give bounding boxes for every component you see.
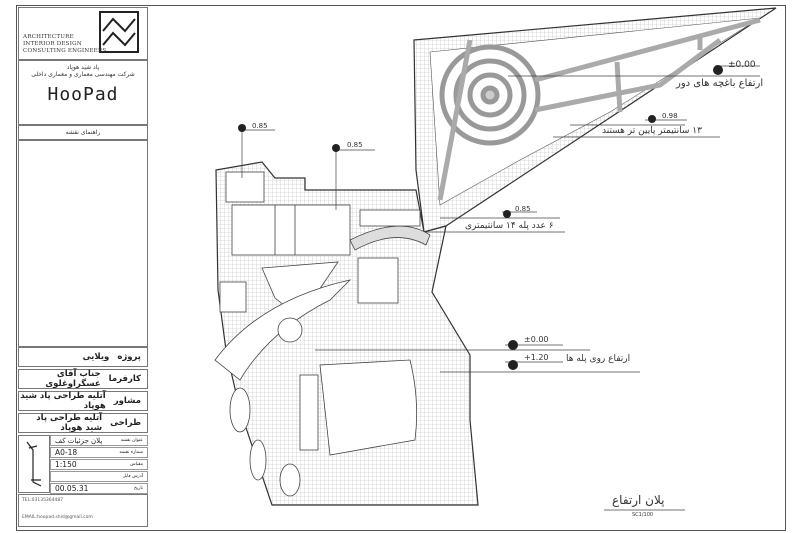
firm-name-fa: پاد شید هوپاد: [66, 64, 100, 71]
garden-paths: [437, 17, 761, 201]
north-arrow-icon: [26, 441, 42, 487]
tel: TEL:03135364487: [22, 498, 64, 503]
level-value: 0.85: [515, 205, 531, 213]
level-note: ارتفاع باغچه های دور: [676, 78, 764, 89]
level-value: 0.85: [252, 122, 268, 130]
legend-area: [18, 140, 148, 347]
hoopad-logo: HooPad: [47, 84, 119, 105]
level-value: ±0.00: [524, 335, 549, 344]
email: EMAIL:hoopad.shid@gmail.com: [22, 515, 93, 520]
firm-info-box: پاد شید هوپاد شرکت مهندسی معماری و معمار…: [18, 60, 148, 125]
contact-box: TEL:03135364487 EMAIL:hoopad.shid@gmail.…: [18, 494, 148, 527]
legend-title-box: راهنمای نقشه: [18, 125, 148, 140]
circular-garden: [439, 44, 541, 146]
buildings: [214, 171, 431, 497]
plan-title: پلان ارتفاع: [612, 493, 665, 507]
garden-lawn: [429, 17, 761, 206]
level-value: 0.98: [662, 112, 678, 120]
level-value: +1.20: [524, 353, 549, 362]
sheet-border: [16, 5, 786, 531]
level-value: ±0.00: [728, 60, 756, 70]
level-markers: [241, 65, 760, 511]
reference-cell: آدرس فایل: [50, 471, 148, 482]
firm-desc-fa: شرکت مهندسی معماری و معماری داخلی: [31, 71, 135, 78]
north-arrow-box: [18, 435, 50, 493]
level-note: ۱۳ سانتیمتر پایین تر هستند: [602, 126, 702, 136]
legend-title: راهنمای نقشه: [65, 129, 101, 136]
level-value: 0.85: [347, 141, 363, 149]
level-symbols: [238, 65, 723, 370]
firm-logo: [99, 11, 139, 53]
level-note: ارتفاع روی پله ها: [566, 354, 631, 364]
plan-scale: SC1/100: [632, 512, 654, 518]
level-note: ۶ عدد پله ۱۴ سانتیمتری: [465, 221, 554, 231]
